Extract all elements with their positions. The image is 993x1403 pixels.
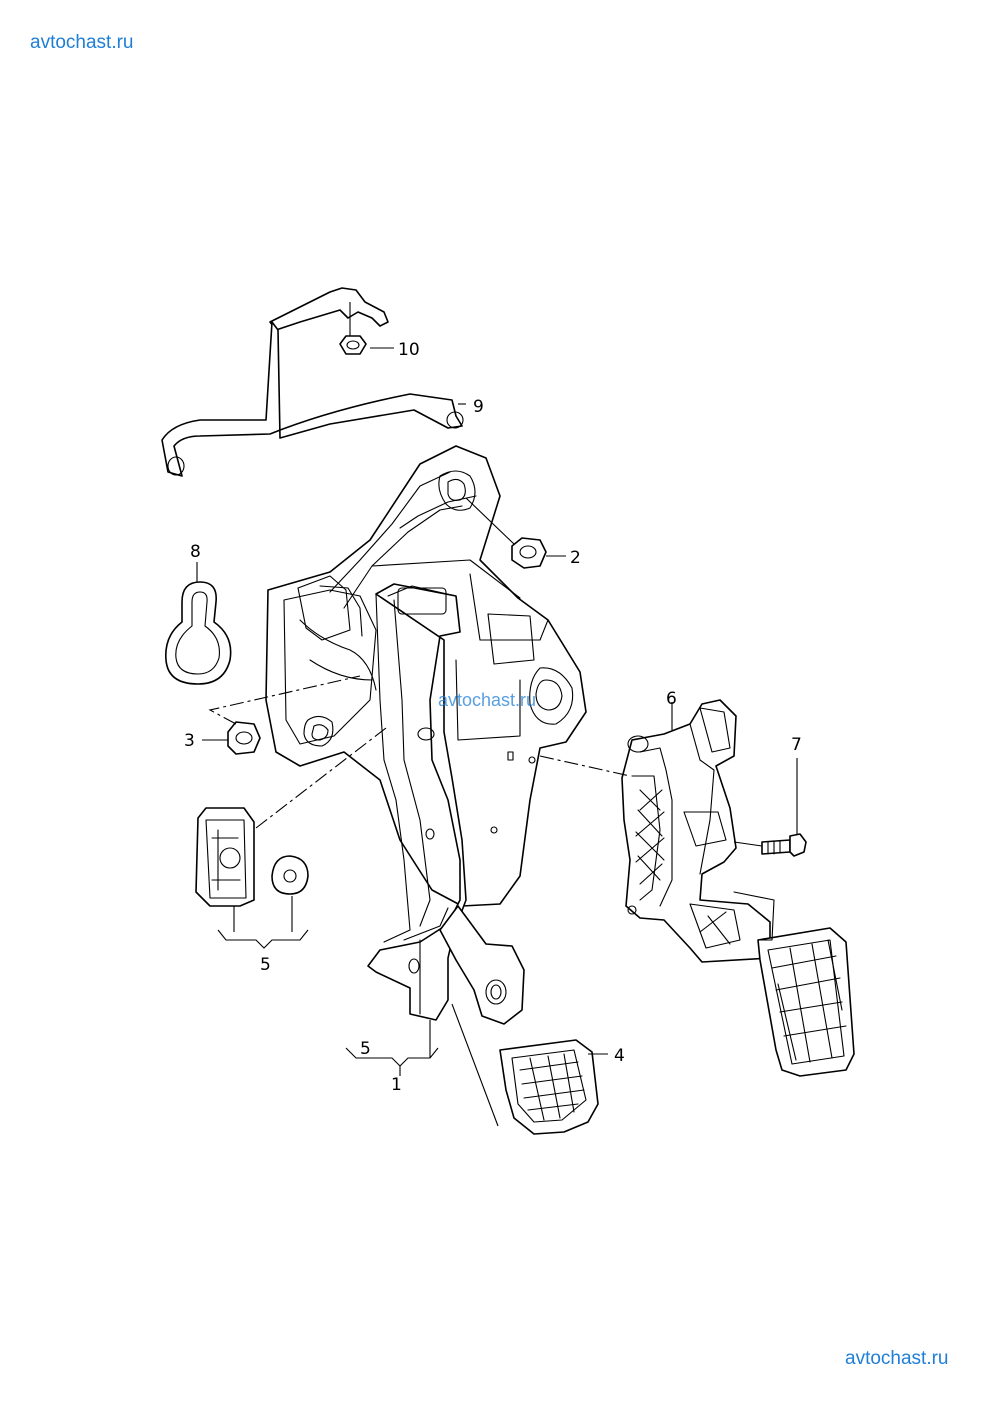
watermark-bottom[interactable]: avtochast.ru (845, 1348, 949, 1369)
callout-8: 8 (190, 542, 201, 562)
callout-5-bottom: 5 (360, 1039, 371, 1059)
part-2-nut (465, 497, 566, 569)
part-1-brake-pedal (367, 583, 467, 1021)
callout-9: 9 (473, 397, 484, 417)
part-6-accelerator-module (621, 699, 771, 963)
callout-10: 10 (398, 340, 420, 360)
part-5-sensor (195, 727, 387, 907)
bracket-5-bottom (345, 1020, 439, 1076)
part-8-seal (165, 562, 232, 685)
callout-6: 6 (666, 689, 677, 709)
callout-4: 4 (614, 1046, 625, 1066)
part-7-bolt (733, 758, 807, 857)
callout-2: 2 (570, 548, 581, 568)
accelerator-pedal-plate (733, 891, 855, 1077)
callout-7: 7 (791, 735, 802, 755)
pedal-link (439, 905, 525, 1025)
part-9-hose (161, 321, 466, 477)
part-3-nut (202, 675, 361, 755)
callout-1: 1 (391, 1075, 402, 1095)
part-10-bracket-clip (269, 287, 389, 331)
watermark-top[interactable]: avtochast.ru (30, 32, 134, 53)
bracket-5-left (217, 896, 309, 949)
part-4-pedal-pad (451, 1003, 608, 1135)
callout-3: 3 (184, 731, 195, 751)
part-5-washer (271, 855, 309, 895)
mount-line (539, 755, 631, 777)
watermark-center: avtochast.ru (438, 690, 537, 710)
callout-5-left: 5 (260, 955, 271, 975)
pedal-bracket (265, 445, 587, 907)
part-10-nut (339, 302, 394, 355)
